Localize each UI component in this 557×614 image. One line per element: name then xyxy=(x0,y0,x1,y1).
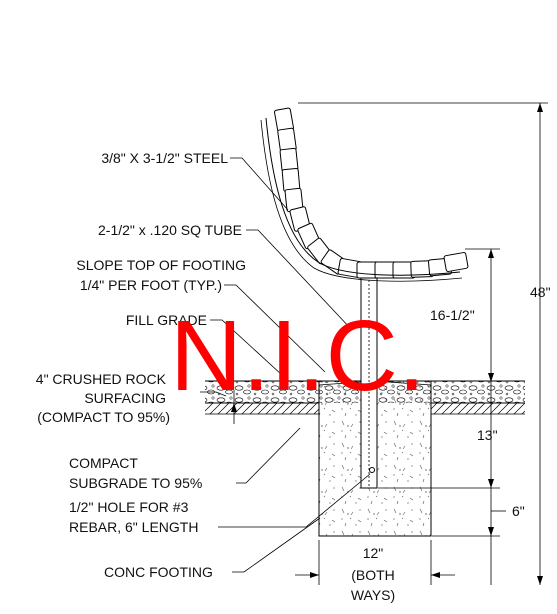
label-compact-2: SUBGRADE TO 95% xyxy=(69,475,202,491)
dim-width-2: (BOTH xyxy=(351,567,395,583)
label-hole-2: REBAR, 6" LENGTH xyxy=(69,519,198,535)
label-footing: CONC FOOTING xyxy=(104,564,213,580)
dim-below: 6" xyxy=(512,503,525,519)
subgrade-hatch-right xyxy=(431,403,525,414)
bench-slats xyxy=(274,107,469,279)
nic-watermark: N.I.C. xyxy=(170,300,426,412)
label-hole-1: 1/2" HOLE FOR #3 xyxy=(69,499,189,515)
leader-lines xyxy=(200,157,371,573)
dim-overall: 48" xyxy=(530,284,551,300)
label-rock-3: (COMPACT TO 95%) xyxy=(37,409,170,425)
label-rock-2: SURFACING xyxy=(84,390,166,406)
label-compact-1: COMPACT xyxy=(69,455,138,471)
label-slope-2: 1/4" PER FOOT (TYP.) xyxy=(80,277,222,293)
label-steel: 3/8" X 3-1/2" STEEL xyxy=(101,150,228,166)
callout-labels: 3/8" X 3-1/2" STEEL 2-1/2" x .120 SQ TUB… xyxy=(36,150,246,580)
dim-seat: 16-1/2" xyxy=(430,307,475,323)
subgrade-hatch xyxy=(205,403,319,414)
dim-width-1: 12" xyxy=(363,545,384,561)
rebar-hole xyxy=(369,467,375,473)
label-rock-1: 4" CRUSHED ROCK xyxy=(36,371,167,387)
dimension-lines xyxy=(231,102,548,585)
seat-steel-strap xyxy=(265,117,461,276)
label-slope-1: SLOPE TOP OF FOOTING xyxy=(76,257,246,273)
dim-embed: 13" xyxy=(477,427,498,443)
dimension-labels: 48" 16-1/2" 13" 6" 12" (BOTH WAYS) xyxy=(351,284,551,603)
bench-slat xyxy=(443,252,469,272)
label-fill-grade: FILL GRADE xyxy=(126,312,207,328)
dim-width-3: WAYS) xyxy=(351,587,395,603)
label-sq-tube: 2-1/2" x .120 SQ TUBE xyxy=(98,222,242,238)
